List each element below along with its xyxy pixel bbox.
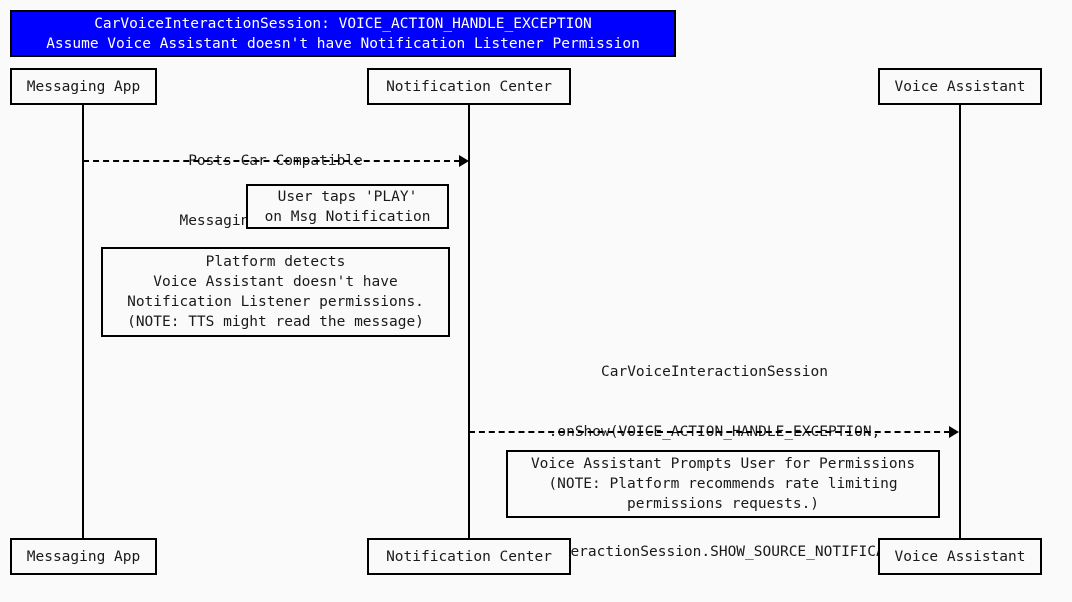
lifeline-messaging-app <box>82 105 84 538</box>
participant-messaging-app-bottom[interactable]: Messaging App <box>10 538 157 575</box>
note-platform-detects-line-4: (NOTE: TTS might read the message) <box>127 314 424 330</box>
note-platform-detects-line-1: Platform detects <box>205 254 346 270</box>
participant-voice-assistant-top[interactable]: Voice Assistant <box>878 68 1042 105</box>
note-voice-assistant-prompts: Voice Assistant Prompts User for Permiss… <box>506 450 940 518</box>
diagram-title-line-2: Assume Voice Assistant doesn't have Noti… <box>46 35 640 52</box>
diagram-title-line-1: CarVoiceInteractionSession: VOICE_ACTION… <box>94 15 592 32</box>
note-voice-assistant-prompts-line-2: (NOTE: Platform recommends rate limiting <box>548 476 898 492</box>
participant-notification-center-bottom[interactable]: Notification Center <box>367 538 571 575</box>
diagram-title-banner: CarVoiceInteractionSession: VOICE_ACTION… <box>10 10 676 57</box>
note-platform-detects: Platform detects Voice Assistant doesn't… <box>101 247 450 337</box>
note-platform-detects-line-2: Voice Assistant doesn't have <box>153 274 398 290</box>
message-label-on-show-line-4: VoiceInteractionSession.SHOW_SOURCE_NOTI… <box>500 544 929 560</box>
lifeline-notification-center <box>468 105 470 538</box>
arrowhead-icon-post-notification <box>459 155 469 167</box>
participant-messaging-app-top[interactable]: Messaging App <box>10 68 157 105</box>
participant-notification-center-top[interactable]: Notification Center <box>367 68 571 105</box>
message-arrow-on-show <box>469 431 950 433</box>
message-arrow-post-notification <box>83 160 460 162</box>
note-user-taps-play-line-1: User taps 'PLAY' <box>277 188 418 205</box>
note-platform-detects-line-3: Notification Listener permissions. <box>127 294 424 310</box>
participant-voice-assistant-bottom[interactable]: Voice Assistant <box>878 538 1042 575</box>
note-voice-assistant-prompts-line-3: permissions requests.) <box>626 496 820 512</box>
message-label-on-show-line-1: CarVoiceInteractionSession <box>601 364 828 380</box>
lifeline-voice-assistant <box>959 105 961 538</box>
note-user-taps-play: User taps 'PLAY' on Msg Notification <box>246 184 449 229</box>
note-user-taps-play-line-2: on Msg Notification <box>264 208 431 225</box>
arrowhead-icon-on-show <box>949 426 959 438</box>
note-voice-assistant-prompts-line-1: Voice Assistant Prompts User for Permiss… <box>530 456 916 472</box>
